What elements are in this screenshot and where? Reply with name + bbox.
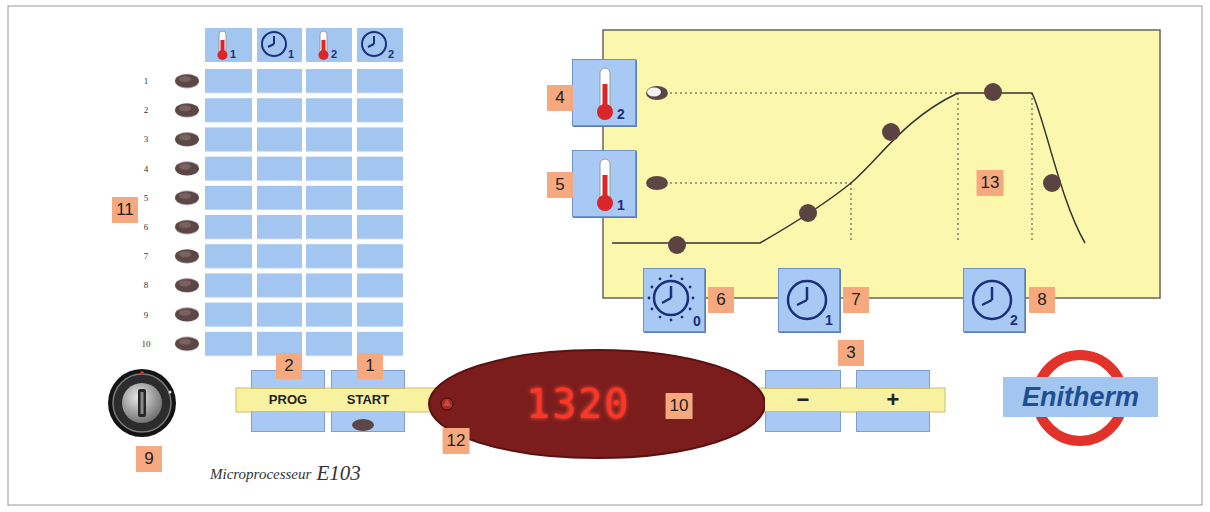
key-icon [218,31,228,60]
key-index: 1 [825,312,833,328]
key-icon [973,281,1011,319]
start-led [352,419,374,431]
status-led [443,399,451,406]
callout-number: 10 [666,393,693,419]
key-icon [788,281,826,319]
guide-lines [670,93,1032,243]
key-switch [108,369,176,437]
temperature-key: 1 [572,150,636,217]
callout-number: 1 [357,353,383,379]
program-table-cells [205,69,403,361]
column-header: 2 [357,28,403,62]
key-index: 1 [617,197,625,213]
column-header: 1 [205,28,252,62]
callout-number: 7 [843,287,869,313]
row-number: 9 [144,310,149,320]
callout-number: 3 [838,340,864,366]
push-button: PROG [251,370,325,432]
key-graphic [205,28,252,62]
row-number: 7 [144,251,149,261]
brand-banner: Enitherm [1003,377,1158,417]
callout-number: 6 [708,287,734,313]
temperature-curve [612,93,1085,243]
button-label: + [857,388,929,412]
push-button: START [331,370,405,432]
column-header: 2 [306,28,352,62]
callout-number: 9 [136,446,162,472]
display-readout: 1320 [526,381,630,427]
key-icon [648,275,695,322]
key-index: 2 [331,48,337,61]
button-label: − [766,388,840,412]
key-index: 0 [693,313,701,329]
row-number: 1 [144,76,149,86]
key-index: 2 [388,48,394,61]
callout-number: 2 [276,353,302,379]
key-graphic [573,151,635,216]
row-number: 10 [142,339,151,349]
key-icon [319,31,329,60]
key-graphic [573,60,635,125]
push-button: + [856,370,930,432]
status-led [441,398,453,410]
model-name: E103 [316,461,360,486]
key-graphic [257,28,302,62]
callout-number: 4 [547,85,573,111]
time-key: 1 [778,268,840,332]
row-number: 3 [144,134,149,144]
setpoint-led [646,176,668,190]
key-index: 1 [288,48,294,61]
push-button: − [765,370,841,432]
row-number: 5 [144,193,149,203]
key-icon [597,68,613,120]
button-label: PROG [252,388,324,412]
time-key: 2 [963,268,1025,332]
program-leds [174,69,200,361]
row-number: 4 [144,164,149,174]
setpoint-led [646,86,668,100]
temperature-key: 2 [572,59,636,126]
setpoint-led-glow [647,88,661,97]
callout-number: 13 [977,170,1004,196]
callout-number: 5 [547,172,573,198]
delay-key: 0 [643,268,705,332]
model-name: Microprocesseur [210,466,311,483]
row-number: 8 [144,280,149,290]
page-border [8,6,1202,505]
key-index: 2 [1010,312,1018,328]
key-icon [597,159,613,211]
key-icon [262,32,286,56]
row-number: 2 [144,105,149,115]
curve-panel [603,30,1160,298]
callout-number: 12 [443,428,470,454]
key-index: 1 [230,48,236,61]
callout-number: 11 [112,197,138,223]
led-display: 1320 [428,349,766,459]
callout-number: 8 [1029,287,1055,313]
brand-name: Enitherm [1003,377,1158,417]
button-label: START [332,388,404,412]
key-icon [362,32,386,56]
key-index: 2 [617,106,625,122]
row-number: 6 [144,222,149,232]
key-graphic [306,28,352,62]
column-header: 1 [257,28,302,62]
key-graphic [357,28,403,62]
curve-leds [668,83,1061,254]
